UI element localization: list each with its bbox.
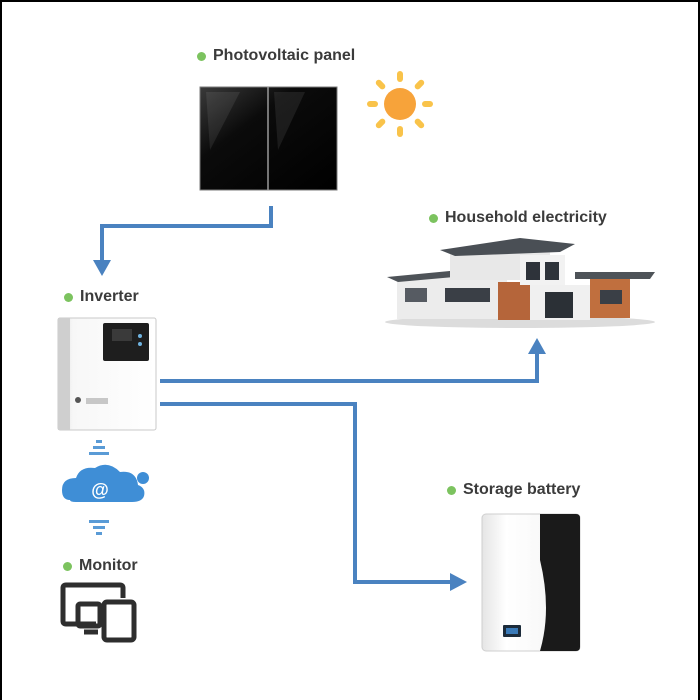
- frame-edge-top: [0, 0, 700, 2]
- house-image: [385, 238, 655, 328]
- monitor-label-text: Monitor: [79, 557, 138, 574]
- inverter-label-text: Inverter: [80, 288, 139, 305]
- pv-panel-image: [199, 86, 338, 191]
- cloud-symbol: @: [91, 480, 109, 500]
- cloud-at-icon: @: [62, 464, 149, 502]
- inverter-bullet-icon: [64, 292, 73, 302]
- battery-label: Storage battery: [447, 481, 580, 499]
- pv-label: Photovoltaic panel: [197, 47, 355, 65]
- battery-label-text: Storage battery: [463, 481, 581, 498]
- arrowhead-down-icon: [93, 260, 111, 276]
- sun-icon: [367, 71, 433, 137]
- household-label-text: Household electricity: [445, 209, 607, 226]
- signal-up-icon: [89, 440, 109, 455]
- inverter-to-battery-arrow: [160, 402, 452, 584]
- frame-edge-left: [0, 0, 2, 700]
- frame-edge-right: [698, 0, 700, 700]
- pv-label-text: Photovoltaic panel: [213, 47, 356, 64]
- monitor-icon: [60, 582, 137, 643]
- flow-arrows: [100, 206, 539, 584]
- battery-image: [481, 513, 581, 652]
- signal-down-icon: [89, 520, 109, 535]
- arrowhead-right-icon: [450, 573, 467, 591]
- pv-to-inverter-arrow: [100, 206, 273, 262]
- arrow-heads: [93, 260, 546, 591]
- inverter-label: Inverter: [64, 288, 139, 306]
- monitor-bullet-icon: [63, 561, 72, 571]
- household-bullet-icon: [429, 213, 438, 223]
- inverter-to-household-arrow: [160, 352, 539, 383]
- pv-bullet-icon: [197, 51, 206, 61]
- arrowhead-up-icon: [528, 338, 546, 354]
- monitor-label: Monitor: [63, 557, 138, 575]
- household-label: Household electricity: [429, 209, 607, 227]
- battery-bullet-icon: [447, 485, 456, 495]
- inverter-image: [57, 317, 157, 431]
